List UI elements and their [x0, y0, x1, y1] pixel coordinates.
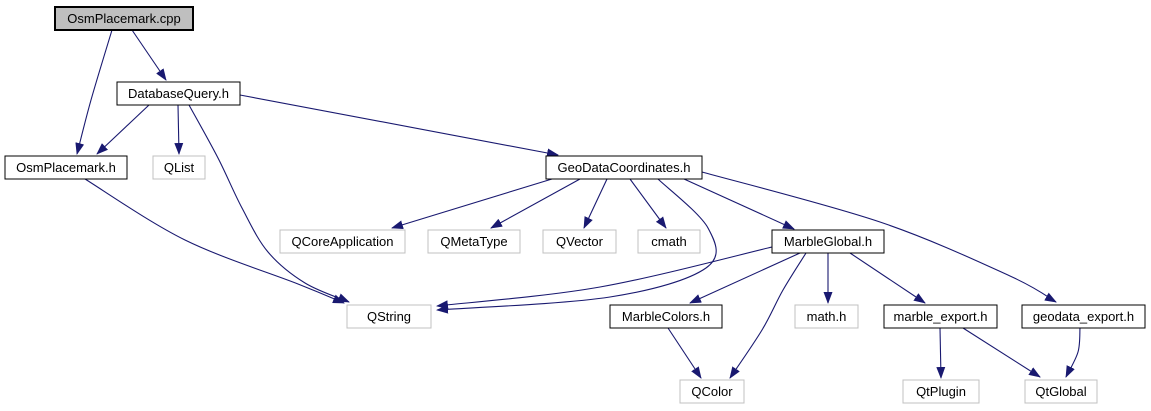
- node-box-marbleglobal-h[interactable]: [771, 229, 885, 254]
- node-box-marble-export-h[interactable]: [883, 304, 998, 329]
- node-cmath: cmath: [637, 229, 701, 254]
- edge-databasequery-h-to-qstring: [188, 104, 350, 303]
- edge-marbleglobal-h-to-marble-export-h: [849, 252, 926, 304]
- node-qcolor: QColor: [679, 379, 745, 404]
- edge-marbleglobal-h-to-qcolor: [729, 252, 807, 379]
- node-qvector: QVector: [542, 229, 617, 254]
- node-qcoreapplication: QCoreApplication: [279, 229, 406, 254]
- edge-geodatacoordinates-h-to-marbleglobal-h: [683, 178, 795, 230]
- edge-osmplacemark-cpp-to-osmplacemark-h: [75, 29, 113, 155]
- node-marbleglobal-h[interactable]: MarbleGlobal.h: [771, 229, 885, 254]
- node-marble-export-h[interactable]: marble_export.h: [883, 304, 998, 329]
- node-box-qtglobal: [1024, 379, 1098, 404]
- nodes-layer: OsmPlacemark.cppDatabaseQuery.hOsmPlacem…: [4, 6, 1146, 404]
- node-label: MarbleGlobal.h: [784, 234, 872, 249]
- node-label: QColor: [691, 384, 733, 399]
- node-label: math.h: [807, 309, 847, 324]
- node-geodata-export-h[interactable]: geodata_export.h: [1021, 304, 1146, 329]
- node-box-qtplugin: [902, 379, 980, 404]
- node-label: OsmPlacemark.h: [16, 160, 116, 175]
- node-databasequery-h[interactable]: DatabaseQuery.h: [116, 81, 241, 106]
- edge-marble-export-h-to-qtglobal: [962, 327, 1041, 378]
- node-label: geodata_export.h: [1033, 309, 1134, 324]
- node-box-qmetatype: [427, 229, 521, 254]
- edge-geodatacoordinates-h-to-geodata-export-h: [701, 171, 1057, 303]
- edge-marbleglobal-h-to-qstring: [436, 246, 773, 310]
- edge-geodatacoordinates-h-to-qcoreapplication: [391, 178, 553, 230]
- edge-geodatacoordinates-h-to-cmath: [629, 178, 667, 229]
- node-qlist: QList: [152, 155, 206, 180]
- node-box-math-h: [794, 304, 859, 329]
- edge-marblecolors-h-to-qcolor: [667, 327, 702, 379]
- node-box-marblecolors-h[interactable]: [609, 304, 723, 329]
- node-box-qvector: [542, 229, 617, 254]
- edge-databasequery-h-to-geodatacoordinates-h: [239, 94, 559, 158]
- node-label: QCoreApplication: [292, 234, 394, 249]
- node-label: DatabaseQuery.h: [128, 86, 229, 101]
- node-qtglobal: QtGlobal: [1024, 379, 1098, 404]
- node-math-h: math.h: [794, 304, 859, 329]
- edge-databasequery-h-to-osmplacemark-h: [96, 104, 150, 155]
- edge-geodatacoordinates-h-to-qmetatype: [490, 178, 581, 229]
- node-label: QList: [164, 160, 195, 175]
- edge-geodatacoordinates-h-to-qstring: [436, 178, 717, 314]
- node-label: QString: [367, 309, 411, 324]
- node-box-databasequery-h[interactable]: [116, 81, 241, 106]
- edge-databasequery-h-to-qlist: [174, 104, 184, 155]
- node-osmplacemark-h[interactable]: OsmPlacemark.h: [4, 155, 128, 180]
- node-box-qcoreapplication: [279, 229, 406, 254]
- node-label: OsmPlacemark.cpp: [67, 11, 180, 26]
- edge-osmplacemark-h-to-qstring: [84, 178, 345, 304]
- node-box-geodata-export-h[interactable]: [1021, 304, 1146, 329]
- node-label: QMetaType: [440, 234, 507, 249]
- edge-geodatacoordinates-h-to-qvector: [583, 178, 608, 229]
- edge-marbleglobal-h-to-marblecolors-h: [689, 252, 801, 304]
- node-label: QVector: [556, 234, 604, 249]
- node-qtplugin: QtPlugin: [902, 379, 980, 404]
- node-marblecolors-h[interactable]: MarbleColors.h: [609, 304, 723, 329]
- node-label: MarbleColors.h: [622, 309, 710, 324]
- node-box-qlist: [152, 155, 206, 180]
- node-label: QtGlobal: [1035, 384, 1086, 399]
- edge-geodata-export-h-to-qtglobal: [1065, 327, 1081, 378]
- node-box-cmath: [637, 229, 701, 254]
- node-label: marble_export.h: [894, 309, 988, 324]
- node-label: QtPlugin: [916, 384, 966, 399]
- node-label: GeoDataCoordinates.h: [558, 160, 691, 175]
- node-qmetatype: QMetaType: [427, 229, 521, 254]
- node-box-osmplacemark-cpp: [54, 6, 194, 31]
- node-qstring: QString: [346, 304, 432, 329]
- edges-layer: [75, 29, 1081, 379]
- node-label: cmath: [651, 234, 686, 249]
- edge-marble-export-h-to-qtplugin: [936, 327, 946, 379]
- node-box-qcolor: [679, 379, 745, 404]
- edge-osmplacemark-cpp-to-databasequery-h: [131, 29, 167, 81]
- node-box-qstring: [346, 304, 432, 329]
- node-box-osmplacemark-h[interactable]: [4, 155, 128, 180]
- node-osmplacemark-cpp: OsmPlacemark.cpp: [54, 6, 194, 31]
- node-box-geodatacoordinates-h[interactable]: [545, 155, 703, 180]
- node-geodatacoordinates-h[interactable]: GeoDataCoordinates.h: [545, 155, 703, 180]
